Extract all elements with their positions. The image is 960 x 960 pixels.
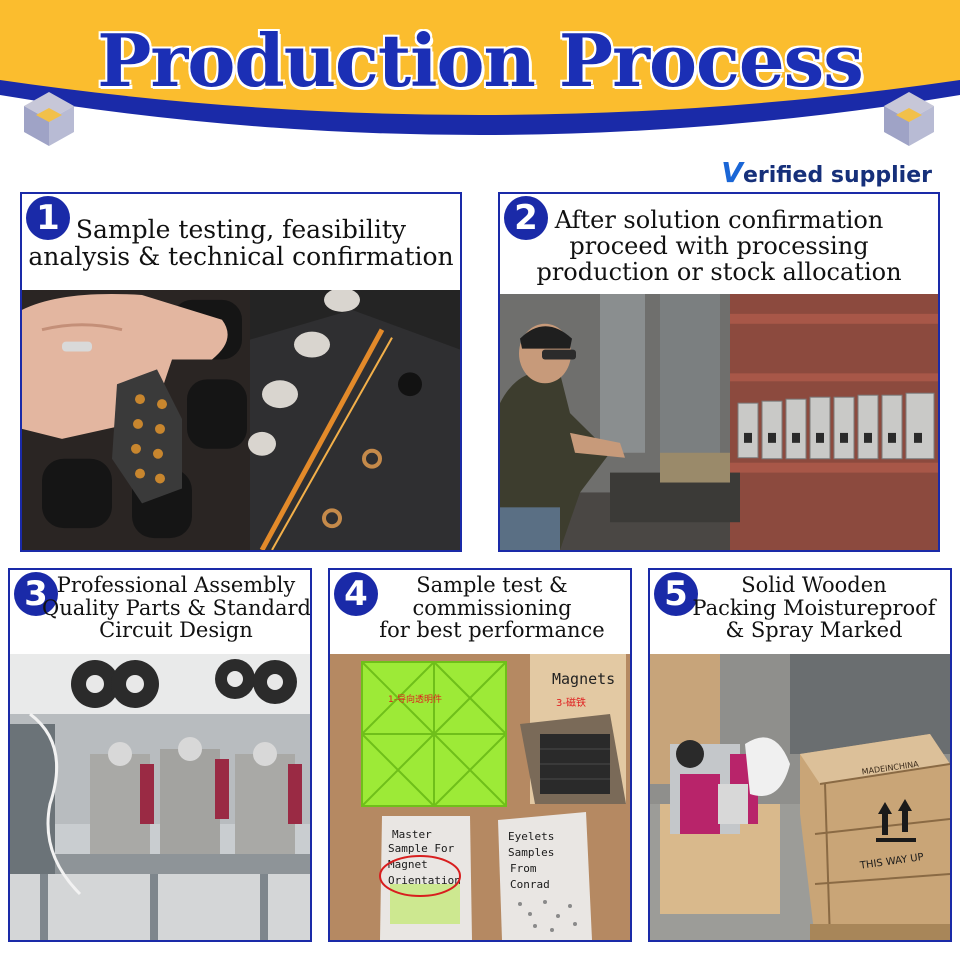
verified-badge-text: erified supplier (742, 163, 932, 188)
page-title: Production Process (97, 18, 864, 103)
caption-line: commissioning (412, 595, 572, 620)
magnets-cn-label: 3-磁铁 (556, 696, 586, 709)
caption-line: for best performance (379, 618, 605, 643)
supplier-logo-icon (24, 92, 74, 146)
step-photo-workshop (500, 294, 938, 550)
caption-line: Sample testing, feasibility (75, 215, 407, 244)
step-caption: Professional Assembly Quality Parts & St… (42, 574, 310, 642)
step-number-badge: 4 (334, 572, 378, 616)
bag1-label-line: Sample For (388, 842, 455, 855)
step-number-badge: 3 (14, 572, 58, 616)
step-card-4: 4 Sample test & commissioning for best p… (328, 568, 632, 942)
bag1-label-line: Magnet (388, 858, 428, 871)
caption-line: Sample test & (416, 573, 568, 597)
caption-line: Solid Wooden (741, 573, 887, 597)
bag2-label-line: From (510, 862, 537, 875)
step-number-badge: 1 (26, 196, 70, 240)
verified-badge-initial: V (721, 156, 743, 189)
bag2-label-line: Conrad (510, 878, 550, 891)
caption-line: Quality Parts & Standard (42, 595, 311, 620)
caption-line: analysis & technical confirmation (28, 242, 454, 271)
banner-background (0, 0, 960, 135)
caption-line: Professional Assembly (56, 573, 296, 597)
step-card-1: 1 Sample testing, feasibility analysis &… (20, 192, 462, 552)
caption-line: After solution confirmation (554, 206, 884, 234)
step-caption: Sample testing, feasibility analysis & t… (22, 216, 460, 270)
supplier-logo-icon (884, 92, 934, 146)
header-banner (0, 0, 960, 180)
step-photo-wooden-crate: THIS WAY UP MADEINCHINA (650, 654, 950, 940)
caption-line: production or stock allocation (536, 257, 902, 286)
magnets-box-label: Magnets (552, 670, 615, 688)
step-number-badge: 5 (654, 572, 698, 616)
caption-line: & Spray Marked (725, 618, 903, 643)
step-photo-pickup-testing (22, 290, 460, 550)
step-card-5: 5 Solid Wooden Packing Moistureproof & S… (648, 568, 952, 942)
caption-line: Packing Moistureproof (692, 595, 936, 620)
bag2-label-line: Samples (508, 846, 554, 859)
step-caption: Solid Wooden Packing Moistureproof & Spr… (678, 574, 950, 642)
step-caption: Sample test & commissioning for best per… (354, 574, 630, 642)
step-photo-assembly-line (10, 654, 310, 940)
caption-line: Circuit Design (99, 618, 253, 643)
verified-supplier-badge: Verified supplier (721, 156, 932, 189)
step-number-badge: 2 (504, 196, 548, 240)
bag2-label-line: Eyelets (508, 830, 554, 843)
caption-line: proceed with processing (569, 231, 869, 260)
step-card-2: 2 After solution confirmation proceed wi… (498, 192, 940, 552)
bag1-label-line: Orientation (388, 874, 461, 887)
step-photo-samples: 1-导向透明件 Magnets 3-磁铁 Master Sample For M… (330, 654, 630, 940)
bag1-label-line: Master (392, 828, 432, 841)
step-caption: After solution confirmation proceed with… (500, 206, 938, 286)
svg-text:1-导向透明件: 1-导向透明件 (388, 693, 442, 705)
step-card-3: 3 Professional Assembly Quality Parts & … (8, 568, 312, 942)
